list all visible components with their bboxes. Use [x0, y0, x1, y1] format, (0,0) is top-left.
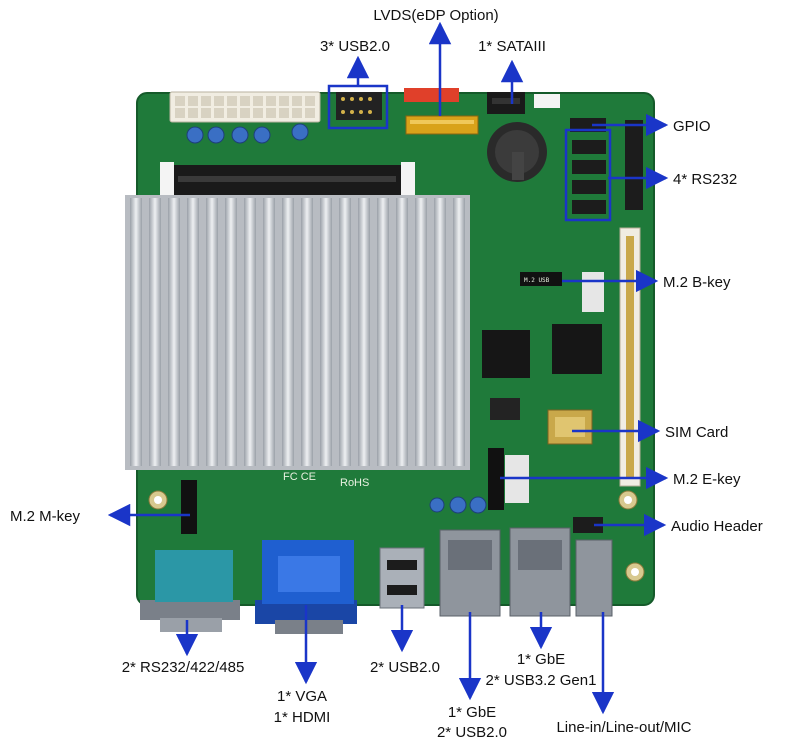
lan-usb-combo-1 — [439, 529, 501, 617]
heatsink-fin — [339, 198, 351, 466]
board-marking-fcc: FC CE — [283, 471, 316, 483]
heatsink-fin — [453, 198, 465, 466]
label-gbe1-line2: 2* USB2.0 — [437, 724, 507, 741]
label-vga-line2: 1* HDMI — [274, 709, 331, 726]
sodimm-slot — [160, 162, 415, 198]
label-lvds: LVDS(eDP Option) — [373, 7, 498, 24]
label-audio: Audio Header — [671, 518, 763, 535]
heatsink-fin — [301, 198, 313, 466]
audio-jacks — [575, 539, 613, 617]
rs232-highlight — [564, 128, 612, 222]
label-gbe2-line1: 1* GbE — [517, 651, 565, 668]
heatsink-fin — [377, 198, 389, 466]
lan-usb-combo-2 — [509, 527, 571, 617]
sim-card-slot — [547, 409, 593, 445]
serial-port — [140, 550, 240, 632]
label-gpio: GPIO — [673, 118, 711, 135]
internal-usb-header — [336, 92, 382, 120]
heatsink-fin — [225, 198, 237, 466]
board-marking-m2-usb: M.2 USB — [524, 277, 550, 284]
heatsink — [125, 195, 470, 470]
heatsink-fin — [396, 198, 408, 466]
label-rs232: 4* RS232 — [673, 171, 737, 188]
callout-labels: LVDS(eDP Option) 3* USB2.0 1* SATAIII GP… — [10, 7, 763, 741]
chipset — [482, 324, 602, 420]
label-m2e: M.2 E-key — [673, 471, 741, 488]
heatsink-fin — [149, 198, 161, 466]
label-gbe1-line1: 1* GbE — [448, 704, 496, 721]
heatsink-fin — [358, 198, 370, 466]
callout-arrows — [107, 21, 669, 715]
capacitors — [186, 123, 487, 514]
heatsink-fin — [320, 198, 332, 466]
cmos-battery — [487, 122, 547, 182]
heatsink-fin — [434, 198, 446, 466]
lvds-connector — [404, 88, 479, 135]
heatsink-fin — [206, 198, 218, 466]
m2-mkey-slot — [181, 480, 197, 534]
hdmi-port — [275, 620, 343, 634]
label-serial: 2* RS232/422/485 — [122, 659, 245, 676]
label-usb-top: 3* USB2.0 — [320, 38, 390, 55]
heatsink-fin — [130, 198, 142, 466]
board-marking-rohs: RoHS — [340, 477, 369, 489]
pci-slot — [619, 227, 641, 487]
gpio-rs232-headers — [570, 118, 643, 214]
heatsink-fin — [282, 198, 294, 466]
label-sata: 1* SATAIII — [478, 38, 546, 55]
label-vga-line1: 1* VGA — [277, 688, 327, 705]
heatsink-fin — [263, 198, 275, 466]
sata-connector — [487, 92, 560, 114]
label-gbe2-line2: 2* USB3.2 Gen1 — [486, 672, 597, 689]
vga-port — [255, 540, 357, 624]
heatsink-fin — [187, 198, 199, 466]
rear-usb-ports — [379, 547, 425, 609]
label-m2m: M.2 M-key — [10, 508, 81, 525]
audio-header — [573, 517, 603, 533]
heatsink-fin — [168, 198, 180, 466]
label-sim: SIM Card — [665, 424, 728, 441]
label-usb-rear: 2* USB2.0 — [370, 659, 440, 676]
label-m2b: M.2 B-key — [663, 274, 731, 291]
heatsink-fin — [415, 198, 427, 466]
atx-power-connector — [169, 91, 321, 123]
heatsink-fin — [244, 198, 256, 466]
label-audio-jack: Line-in/Line-out/MIC — [556, 719, 691, 736]
